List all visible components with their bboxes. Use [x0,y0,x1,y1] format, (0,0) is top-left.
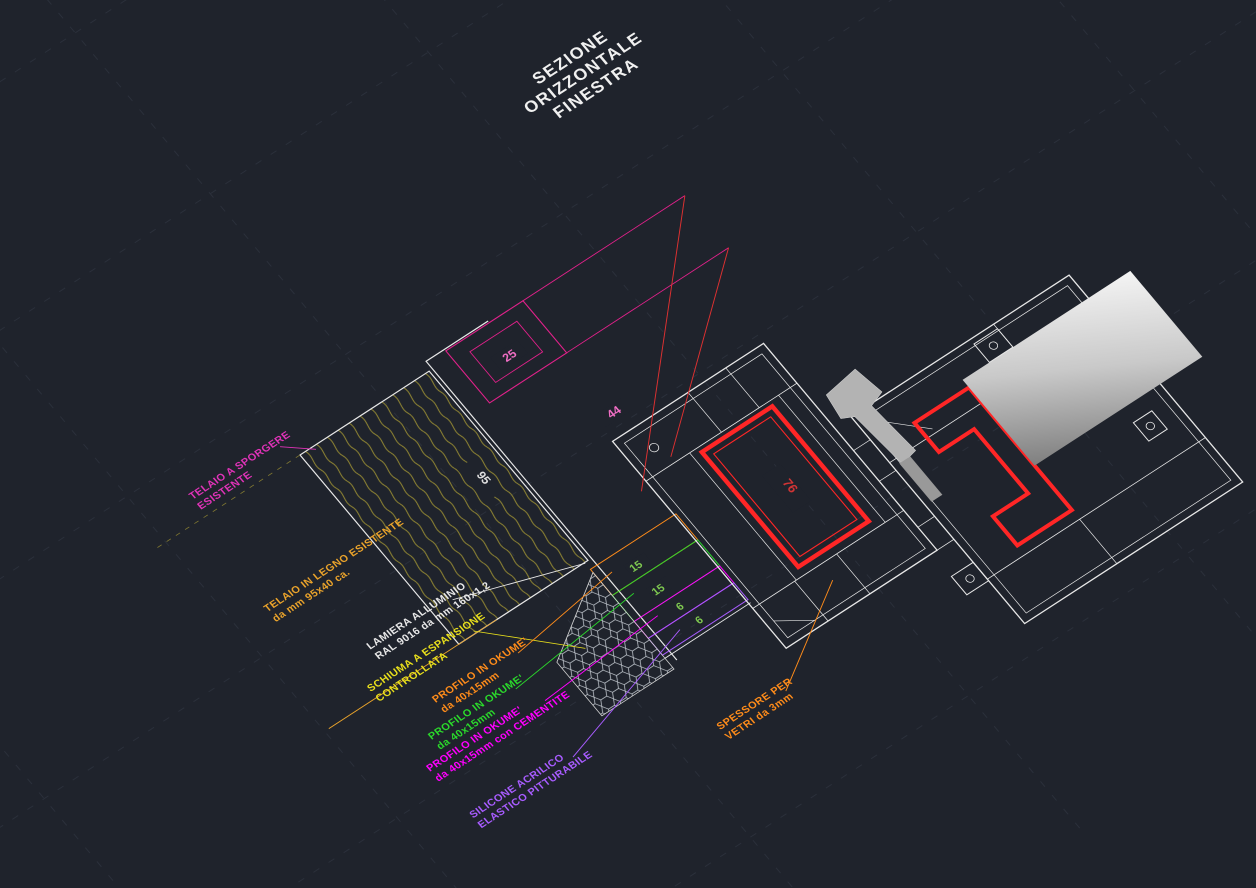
hardware [825,328,1169,596]
dim-25-group: 25 [445,195,729,404]
annotation-text: ELASTICO PITTURABILE [476,749,596,831]
annotation-telaio-sporgere: TELAIO A SPORGERE ESISTENTE [187,429,317,512]
dim-mask [670,594,695,615]
dim-95-group: 95 [456,457,504,503]
iso-drawing: 76 [157,27,1244,831]
glass-pane [962,270,1203,466]
dim-15a: 15 [627,559,645,575]
annotation-text: TELAIO IN LEGNO ESISTENTE [262,516,407,614]
dim-mask [595,397,633,427]
dim-mask [761,463,812,513]
dim-mask [456,457,504,503]
dim-mask [623,552,653,577]
wood-frame-section [157,370,589,645]
dim-mask [689,607,714,629]
glazing-clip-top [973,328,1014,364]
dim-mask [645,575,675,600]
sash-profile [611,342,939,650]
drawing-title: SEZIONE ORIZZONTALE FINESTRA [520,27,646,122]
dim-76: 76 [779,476,801,495]
dim-15b: 15 [650,582,668,598]
foam-section [556,571,675,717]
dim-44-group: 44 [595,195,730,492]
dim-mask [490,340,529,371]
annotation-text: TELAIO A SPORGERE [187,429,293,502]
annotation-text: SILICONE ACRILICO [467,752,567,821]
hinge-detail [1132,410,1169,442]
dim-stack-group: 15 15 6 6 [623,552,714,629]
glazing-clip-bottom [950,561,990,596]
lamiera-sheet-line [425,320,678,661]
glazing-highlight-left: 76 [698,403,873,570]
